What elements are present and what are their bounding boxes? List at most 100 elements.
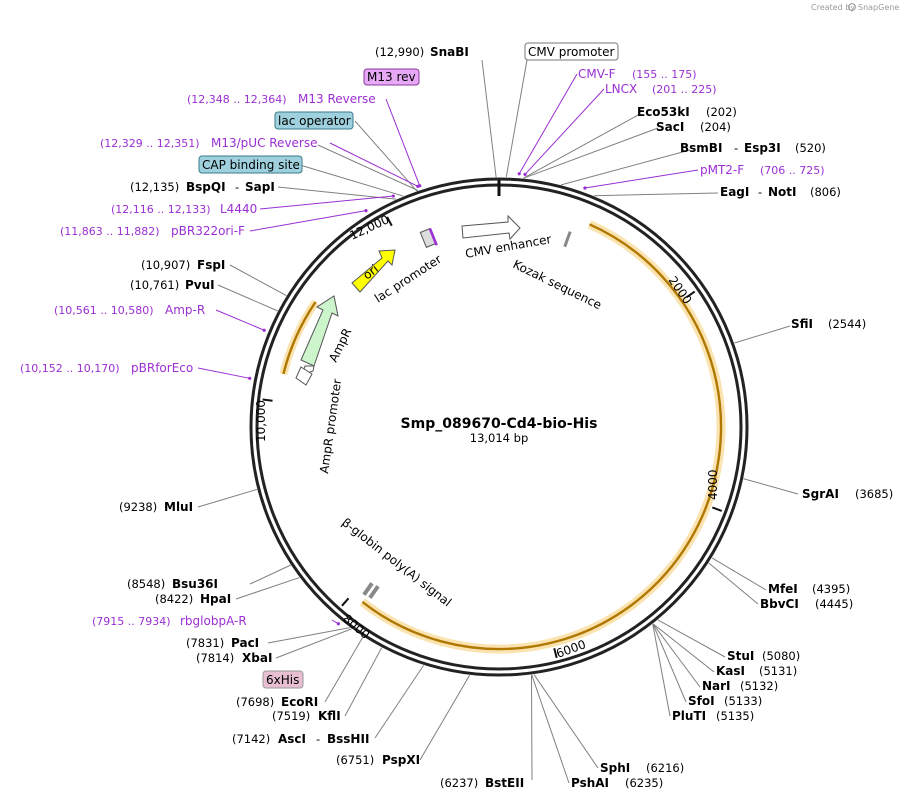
primer-lncx[interactable]: LNCX (201 .. 225): [605, 82, 717, 96]
site-bsteii[interactable]: (6237) BstEII: [440, 776, 524, 790]
site-pvui-pos: (10,761): [130, 278, 179, 292]
site-sphi[interactable]: SphI (6216): [600, 761, 684, 775]
kozak-marker[interactable]: [563, 231, 572, 248]
primer-cmvf-name: CMV-F: [578, 67, 616, 81]
site-paci[interactable]: (7831) PacI: [186, 636, 259, 650]
site-hpai[interactable]: (8422) HpaI: [155, 592, 231, 606]
beta-globin-marker[interactable]: [362, 582, 380, 599]
site-stui[interactable]: StuI (5080): [727, 649, 800, 663]
site-eagi[interactable]: EagI - NotI (806): [720, 185, 841, 199]
site-kfli[interactable]: (7519) KflI: [272, 709, 341, 723]
site-sfii[interactable]: SfiI (2544): [791, 317, 866, 331]
site-ecori-pos: (7698): [236, 695, 274, 709]
ampr-promoter-label: AmpR promoter: [317, 378, 344, 474]
site-sgrai[interactable]: SgrAI (3685): [802, 487, 893, 501]
site-xbai[interactable]: (7814) XbaI: [196, 651, 272, 665]
site-bbvci[interactable]: BbvCI (4445): [760, 597, 853, 611]
tick-mark: [685, 290, 696, 299]
primer-m13rev[interactable]: (12,348 .. 12,364) M13 Reverse: [187, 92, 376, 106]
site-eco53ki[interactable]: Eco53kI (202): [637, 105, 737, 119]
primer-site-marker: [583, 186, 587, 190]
site-snabi-name: SnaBI: [430, 45, 469, 59]
site-pluti[interactable]: PluTI (5135): [672, 709, 754, 723]
primer-pbr322ori-pos: (11,863 .. 11,882): [60, 225, 160, 238]
primer-m13puc-pos: (12,329 .. 12,351): [100, 137, 200, 150]
site-bspqi-pos: (12,135): [130, 180, 179, 194]
primer-l4440[interactable]: (12,116 .. 12,133) L4440: [111, 202, 257, 216]
site-pluti-name: PluTI: [672, 709, 706, 723]
m13-rev-box[interactable]: M13 rev: [363, 68, 420, 86]
orf-arc[interactable]: [361, 223, 723, 651]
site-asci-sep: -: [316, 732, 320, 746]
site-bspqi-sep: -: [235, 180, 239, 194]
6xhis-box[interactable]: 6xHis: [262, 670, 304, 689]
primer-pmt2f-name: pMT2-F: [700, 163, 744, 177]
site-leader-line: [533, 674, 599, 769]
tick-mark: [553, 647, 558, 659]
site-leader-line: [299, 164, 404, 197]
cmv-enhancer-arrow[interactable]: [461, 214, 521, 241]
tick-mark: [711, 506, 723, 512]
site-leader-line: [317, 144, 419, 191]
primer-m13rev-pos: (12,348 .. 12,364): [187, 93, 287, 106]
site-sfii-pos: (2544): [828, 317, 866, 331]
primer-leader-line: [385, 98, 421, 186]
primer-rbglobpar[interactable]: (7915 .. 7934) rbglobpA-R: [92, 614, 247, 628]
ampr-orf-arc[interactable]: [282, 301, 317, 375]
site-sgrai-name: SgrAI: [802, 487, 839, 501]
primer-m13puc-name: M13/pUC Reverse: [211, 136, 318, 150]
site-hpai-pos: (8422): [155, 592, 193, 606]
plasmid-name: Smp_089670-Cd4-bio-His: [401, 416, 598, 432]
site-saci[interactable]: SacI (204): [656, 120, 731, 134]
site-leader-line: [531, 674, 570, 784]
site-bsmbi[interactable]: BsmBI - Esp3I (520): [680, 141, 826, 155]
ampr-arrow[interactable]: [295, 295, 339, 386]
site-pshai[interactable]: PshAI (6235): [571, 776, 663, 790]
site-pvui[interactable]: (10,761) PvuI: [130, 278, 215, 292]
primer-l4440-pos: (12,116 .. 12,133): [111, 203, 211, 216]
site-snabi[interactable]: (12,990) SnaBI: [375, 45, 469, 59]
cmv-promoter-leader: [505, 59, 528, 178]
site-leader-line: [249, 564, 291, 585]
site-ecori-name: EcoRI: [281, 695, 318, 709]
primer-ampr[interactable]: (10,561 .. 10,580) Amp-R: [54, 303, 205, 317]
lac-promoter-marker[interactable]: [419, 228, 438, 248]
primer-l4440-name: L4440: [220, 202, 257, 216]
primer-cmvf[interactable]: CMV-F (155 .. 175): [578, 67, 697, 81]
site-bsteii-pos: (6237): [440, 776, 478, 790]
site-bsteii-name: BstEII: [485, 776, 524, 790]
ori-arrow[interactable]: [351, 249, 396, 293]
site-nari[interactable]: NarI (5132): [702, 679, 778, 693]
site-leader-line: [734, 325, 791, 344]
primer-pbrforeco[interactable]: (10,152 .. 10,170) pBRforEco: [20, 361, 193, 375]
site-leader-line: [277, 186, 397, 200]
site-ecori[interactable]: (7698) EcoRI: [236, 695, 318, 709]
site-leader-line: [523, 113, 641, 179]
site-sfoi[interactable]: SfoI (5133): [688, 694, 762, 708]
site-mfei[interactable]: MfeI (4395): [768, 582, 850, 596]
site-mlui[interactable]: (9238) MluI: [119, 500, 193, 514]
cap-binding-box[interactable]: CAP binding site: [198, 155, 303, 174]
lac-operator-box[interactable]: lac operator: [274, 111, 354, 130]
site-pspxi[interactable]: (6751) PspXI: [336, 753, 420, 767]
cmv-promoter-box[interactable]: CMV promoter: [524, 42, 619, 61]
site-eco53ki-pos: (202): [706, 105, 737, 119]
site-bspqi[interactable]: (12,135) BspQI - SapI: [130, 180, 275, 194]
primer-leader-lines: [197, 73, 699, 626]
site-kfli-pos: (7519): [272, 709, 310, 723]
site-leader-line: [275, 628, 352, 659]
site-xbai-pos: (7814): [196, 651, 234, 665]
primer-lncx-name: LNCX: [605, 82, 637, 96]
site-bsu36i[interactable]: (8548) Bsu36I: [127, 577, 218, 591]
site-bspqi-name2: SapI: [245, 180, 275, 194]
site-asci[interactable]: (7142) AscI - BssHII: [232, 732, 369, 746]
site-fspi[interactable]: (10,907) FspI: [141, 258, 225, 272]
primer-site-marker: [336, 622, 340, 626]
primer-pbr322ori[interactable]: (11,863 .. 11,882) pBR322ori-F: [60, 224, 245, 238]
site-snabi-pos: (12,990): [375, 45, 424, 59]
site-eagi-name: EagI: [720, 185, 749, 199]
primer-m13puc[interactable]: (12,329 .. 12,351) M13/pUC Reverse: [100, 136, 318, 150]
site-kasi[interactable]: KasI (5131): [716, 664, 797, 678]
site-bsmbi-name2: Esp3I: [744, 141, 781, 155]
primer-pmt2f[interactable]: pMT2-F (706 .. 725): [700, 163, 825, 177]
